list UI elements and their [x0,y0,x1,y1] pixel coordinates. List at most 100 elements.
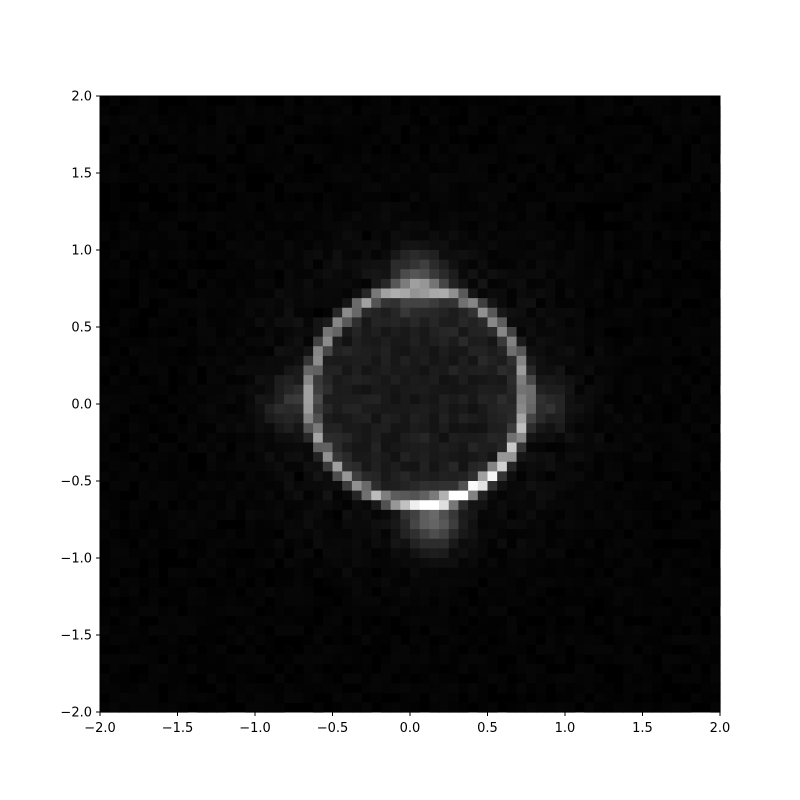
heatmap-cell [448,500,460,511]
heatmap-cell [138,384,150,395]
heatmap-cell [167,394,179,405]
heatmap-cell [177,365,188,376]
heatmap-cell [632,221,644,232]
heatmap-cell [632,404,644,415]
heatmap-cell [380,471,392,482]
heatmap-cell [439,625,450,636]
heatmap-cell [322,221,334,232]
heatmap-cell [148,490,159,501]
heatmap-cell [506,481,518,492]
heatmap-cell [119,230,130,241]
heatmap-cell [710,596,721,607]
heatmap-cell [109,153,120,164]
heatmap-cell [351,336,363,347]
heatmap-cell [158,134,169,145]
heatmap-cell [652,336,663,347]
heatmap-cell [322,230,334,241]
heatmap-cell [497,346,508,357]
heatmap-cell [681,346,692,357]
heatmap-cell [390,221,401,232]
heatmap-cell [652,298,663,309]
heatmap-cell [439,134,450,145]
heatmap-cell [497,635,508,646]
heatmap-cell [400,346,411,357]
heatmap-cell [690,558,702,569]
heatmap-cell [235,635,246,646]
heatmap-cell [526,702,537,713]
heatmap-cell [342,221,353,232]
heatmap-cell [555,625,566,636]
heatmap-cell [390,115,401,126]
heatmap-cell [652,365,663,376]
heatmap-cell [138,404,150,415]
heatmap-cell [632,654,644,665]
heatmap-cell [632,375,644,386]
heatmap-cell [371,548,382,559]
heatmap-cell [574,192,585,203]
heatmap-cell [196,346,208,357]
heatmap-cell [516,230,527,241]
heatmap-cell [603,538,615,549]
heatmap-cell [468,625,479,636]
heatmap-cell [390,432,401,444]
heatmap-cell [555,538,566,549]
heatmap-cell [642,663,653,675]
heatmap-cell [487,173,498,184]
y-tick-label: −2.0 [60,706,92,721]
heatmap-cell [255,327,266,338]
heatmap-cell [361,586,372,598]
heatmap-cell [187,96,198,107]
heatmap-cell [235,490,246,501]
heatmap-cell [264,250,275,261]
heatmap-cell [284,615,295,626]
heatmap-cell [109,509,120,521]
heatmap-cell [351,365,363,376]
heatmap-cell [313,384,324,395]
heatmap-cell [439,519,450,530]
heatmap-cell [545,413,556,424]
heatmap-cell [516,375,527,386]
heatmap-cell [177,317,188,328]
heatmap-cell [225,586,237,598]
heatmap-cell [109,269,120,280]
heatmap-cell [158,538,169,549]
heatmap-cell [594,298,605,309]
heatmap-cell [332,384,343,395]
heatmap-cell [138,278,150,290]
heatmap-cell [594,500,605,511]
heatmap-cell [671,115,682,126]
heatmap-cell [313,558,324,569]
heatmap-cell [303,96,314,107]
heatmap-cell [410,509,421,521]
heatmap-cell [516,702,527,713]
heatmap-cell [245,519,256,530]
heatmap-cell [623,288,634,299]
heatmap-cell [535,298,547,309]
heatmap-cell [584,259,595,270]
heatmap-cell [526,230,537,241]
heatmap-cell [119,394,130,405]
heatmap-cell [545,471,556,482]
heatmap-cell [206,596,217,607]
heatmap-cell [661,432,673,444]
heatmap-cell [274,500,285,511]
heatmap-cell [303,586,314,598]
heatmap-cell [109,221,120,232]
heatmap-cell [400,365,411,376]
heatmap-cell [632,683,644,694]
heatmap-cell [565,327,576,338]
heatmap-cell [468,269,479,280]
heatmap-cell [526,288,537,299]
heatmap-cell [574,567,585,578]
heatmap-cell [419,596,430,607]
heatmap-cell [196,702,208,713]
heatmap-cell [535,240,547,251]
heatmap-cell [565,288,576,299]
heatmap-cell [380,461,392,472]
heatmap-cell [177,153,188,164]
heatmap-cell [429,163,440,174]
heatmap-cell [458,663,469,675]
heatmap-cell [458,586,469,598]
heatmap-cell [613,288,624,299]
heatmap-cell [225,481,237,492]
